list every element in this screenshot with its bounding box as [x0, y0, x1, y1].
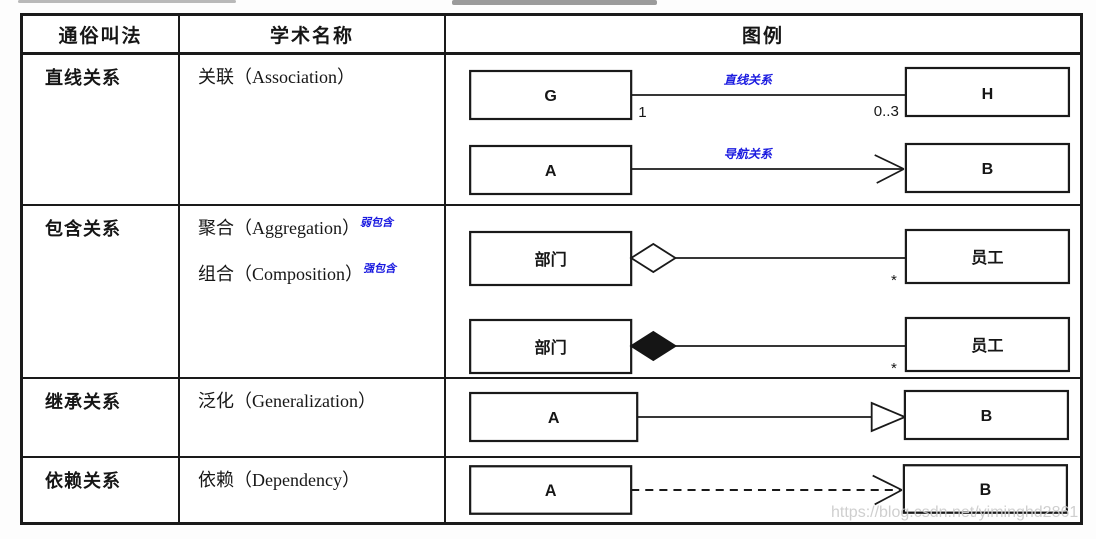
- class-box-b: [903, 389, 1070, 441]
- multiplicity-right: 0..3: [874, 103, 899, 120]
- generalization-diagram: A B: [469, 389, 1070, 443]
- class-box-b-label: B: [981, 407, 993, 425]
- cell-common-association: 直线关系: [23, 55, 180, 206]
- class-box-h-label: H: [982, 85, 994, 103]
- class-box-a-label: A: [545, 482, 557, 500]
- cell-academic-association: 关联（Association）: [180, 55, 446, 206]
- class-box-g: [469, 69, 633, 121]
- class-box-department: [469, 230, 633, 287]
- uml-relationship-table: 通俗叫法 学术名称 图例 直线关系 关联（Association） G H 1 …: [20, 13, 1083, 525]
- class-box-a: [469, 391, 639, 443]
- multiplicity-star: *: [891, 272, 897, 289]
- academic-label: 依赖（Dependency）: [198, 470, 360, 490]
- class-box-a: [469, 465, 633, 515]
- academic-label: 泛化（Generalization）: [198, 391, 376, 411]
- class-box-department-label: 部门: [535, 250, 567, 269]
- cell-legend-containment: 部门 员工 * 部门 员工 *: [446, 206, 1080, 379]
- class-box-g-label: G: [544, 87, 557, 105]
- scan-artifact: [18, 0, 236, 3]
- cell-common-dependency: 依赖关系: [23, 458, 180, 522]
- common-label: 包含关系: [45, 219, 121, 239]
- academic-text: 组合（Composition）: [198, 264, 364, 284]
- class-box-a: [469, 144, 633, 196]
- hollow-diamond-icon: [629, 242, 678, 274]
- academic-label-aggregation: 聚合（Aggregation）弱包含: [198, 215, 444, 244]
- cell-academic-inheritance: 泛化（Generalization）: [180, 379, 446, 458]
- multiplicity-left: 1: [638, 104, 646, 121]
- class-box-a-label: A: [548, 409, 560, 427]
- class-box-b-label: B: [982, 160, 994, 178]
- filled-diamond-icon: [629, 330, 678, 362]
- header-common-name-label: 通俗叫法: [58, 25, 143, 47]
- class-box-h: [904, 66, 1071, 118]
- class-box-b: [904, 142, 1071, 194]
- header-legend: 图例: [446, 16, 1080, 55]
- class-box-employee-label: 员工: [971, 249, 1003, 267]
- class-box-b: [902, 464, 1069, 514]
- open-arrowhead-icon: [872, 474, 903, 506]
- class-box-a-label: A: [545, 162, 557, 180]
- cell-academic-dependency: 依赖（Dependency）: [180, 458, 446, 522]
- header-academic-name: 学术名称: [180, 16, 446, 55]
- cell-legend-dependency: A B: [446, 458, 1080, 522]
- annotation-weak-containment: 弱包含: [359, 217, 393, 229]
- multiplicity-star: *: [891, 360, 897, 377]
- class-box-department-label: 部门: [535, 338, 567, 357]
- common-label: 依赖关系: [45, 471, 121, 491]
- common-label: 继承关系: [45, 392, 121, 412]
- header-legend-label: 图例: [741, 25, 784, 47]
- class-box-employee: [904, 228, 1071, 285]
- association-diagram: G H 1 0..3 直线关系 A B 导航关系: [469, 66, 1071, 196]
- class-box-employee-label: 员工: [971, 337, 1003, 355]
- csdn-watermark: https://blog.csdn.net/yiminghd2861: [831, 504, 1079, 521]
- cell-legend-inheritance: A B: [446, 379, 1080, 458]
- scan-artifact: [452, 0, 657, 5]
- class-box-b-label: B: [980, 481, 992, 499]
- annotation-straight-line: 直线关系: [724, 73, 773, 87]
- header-common-name: 通俗叫法: [23, 16, 180, 55]
- cell-common-inheritance: 继承关系: [23, 379, 180, 458]
- containment-diagram: 部门 员工 * 部门 员工 *: [469, 228, 1071, 377]
- open-arrowhead-icon: [874, 154, 905, 184]
- academic-label: 关联（Association）: [198, 67, 355, 87]
- cell-academic-containment: 聚合（Aggregation）弱包含 组合（Composition）强包含: [180, 206, 446, 379]
- cell-common-containment: 包含关系: [23, 206, 180, 379]
- header-academic-name-label: 学术名称: [269, 25, 354, 47]
- common-label: 直线关系: [45, 68, 121, 88]
- class-box-employee: [904, 316, 1071, 373]
- dependency-diagram: A B: [469, 464, 1069, 515]
- hollow-triangle-arrowhead-icon: [870, 401, 908, 433]
- academic-label-composition: 组合（Composition）强包含: [198, 261, 444, 290]
- academic-text: 聚合（Aggregation）: [198, 218, 360, 238]
- annotation-navigation: 导航关系: [724, 147, 773, 161]
- annotation-strong-containment: 强包含: [363, 263, 397, 275]
- cell-legend-association: G H 1 0..3 直线关系 A B 导航关系: [446, 55, 1080, 206]
